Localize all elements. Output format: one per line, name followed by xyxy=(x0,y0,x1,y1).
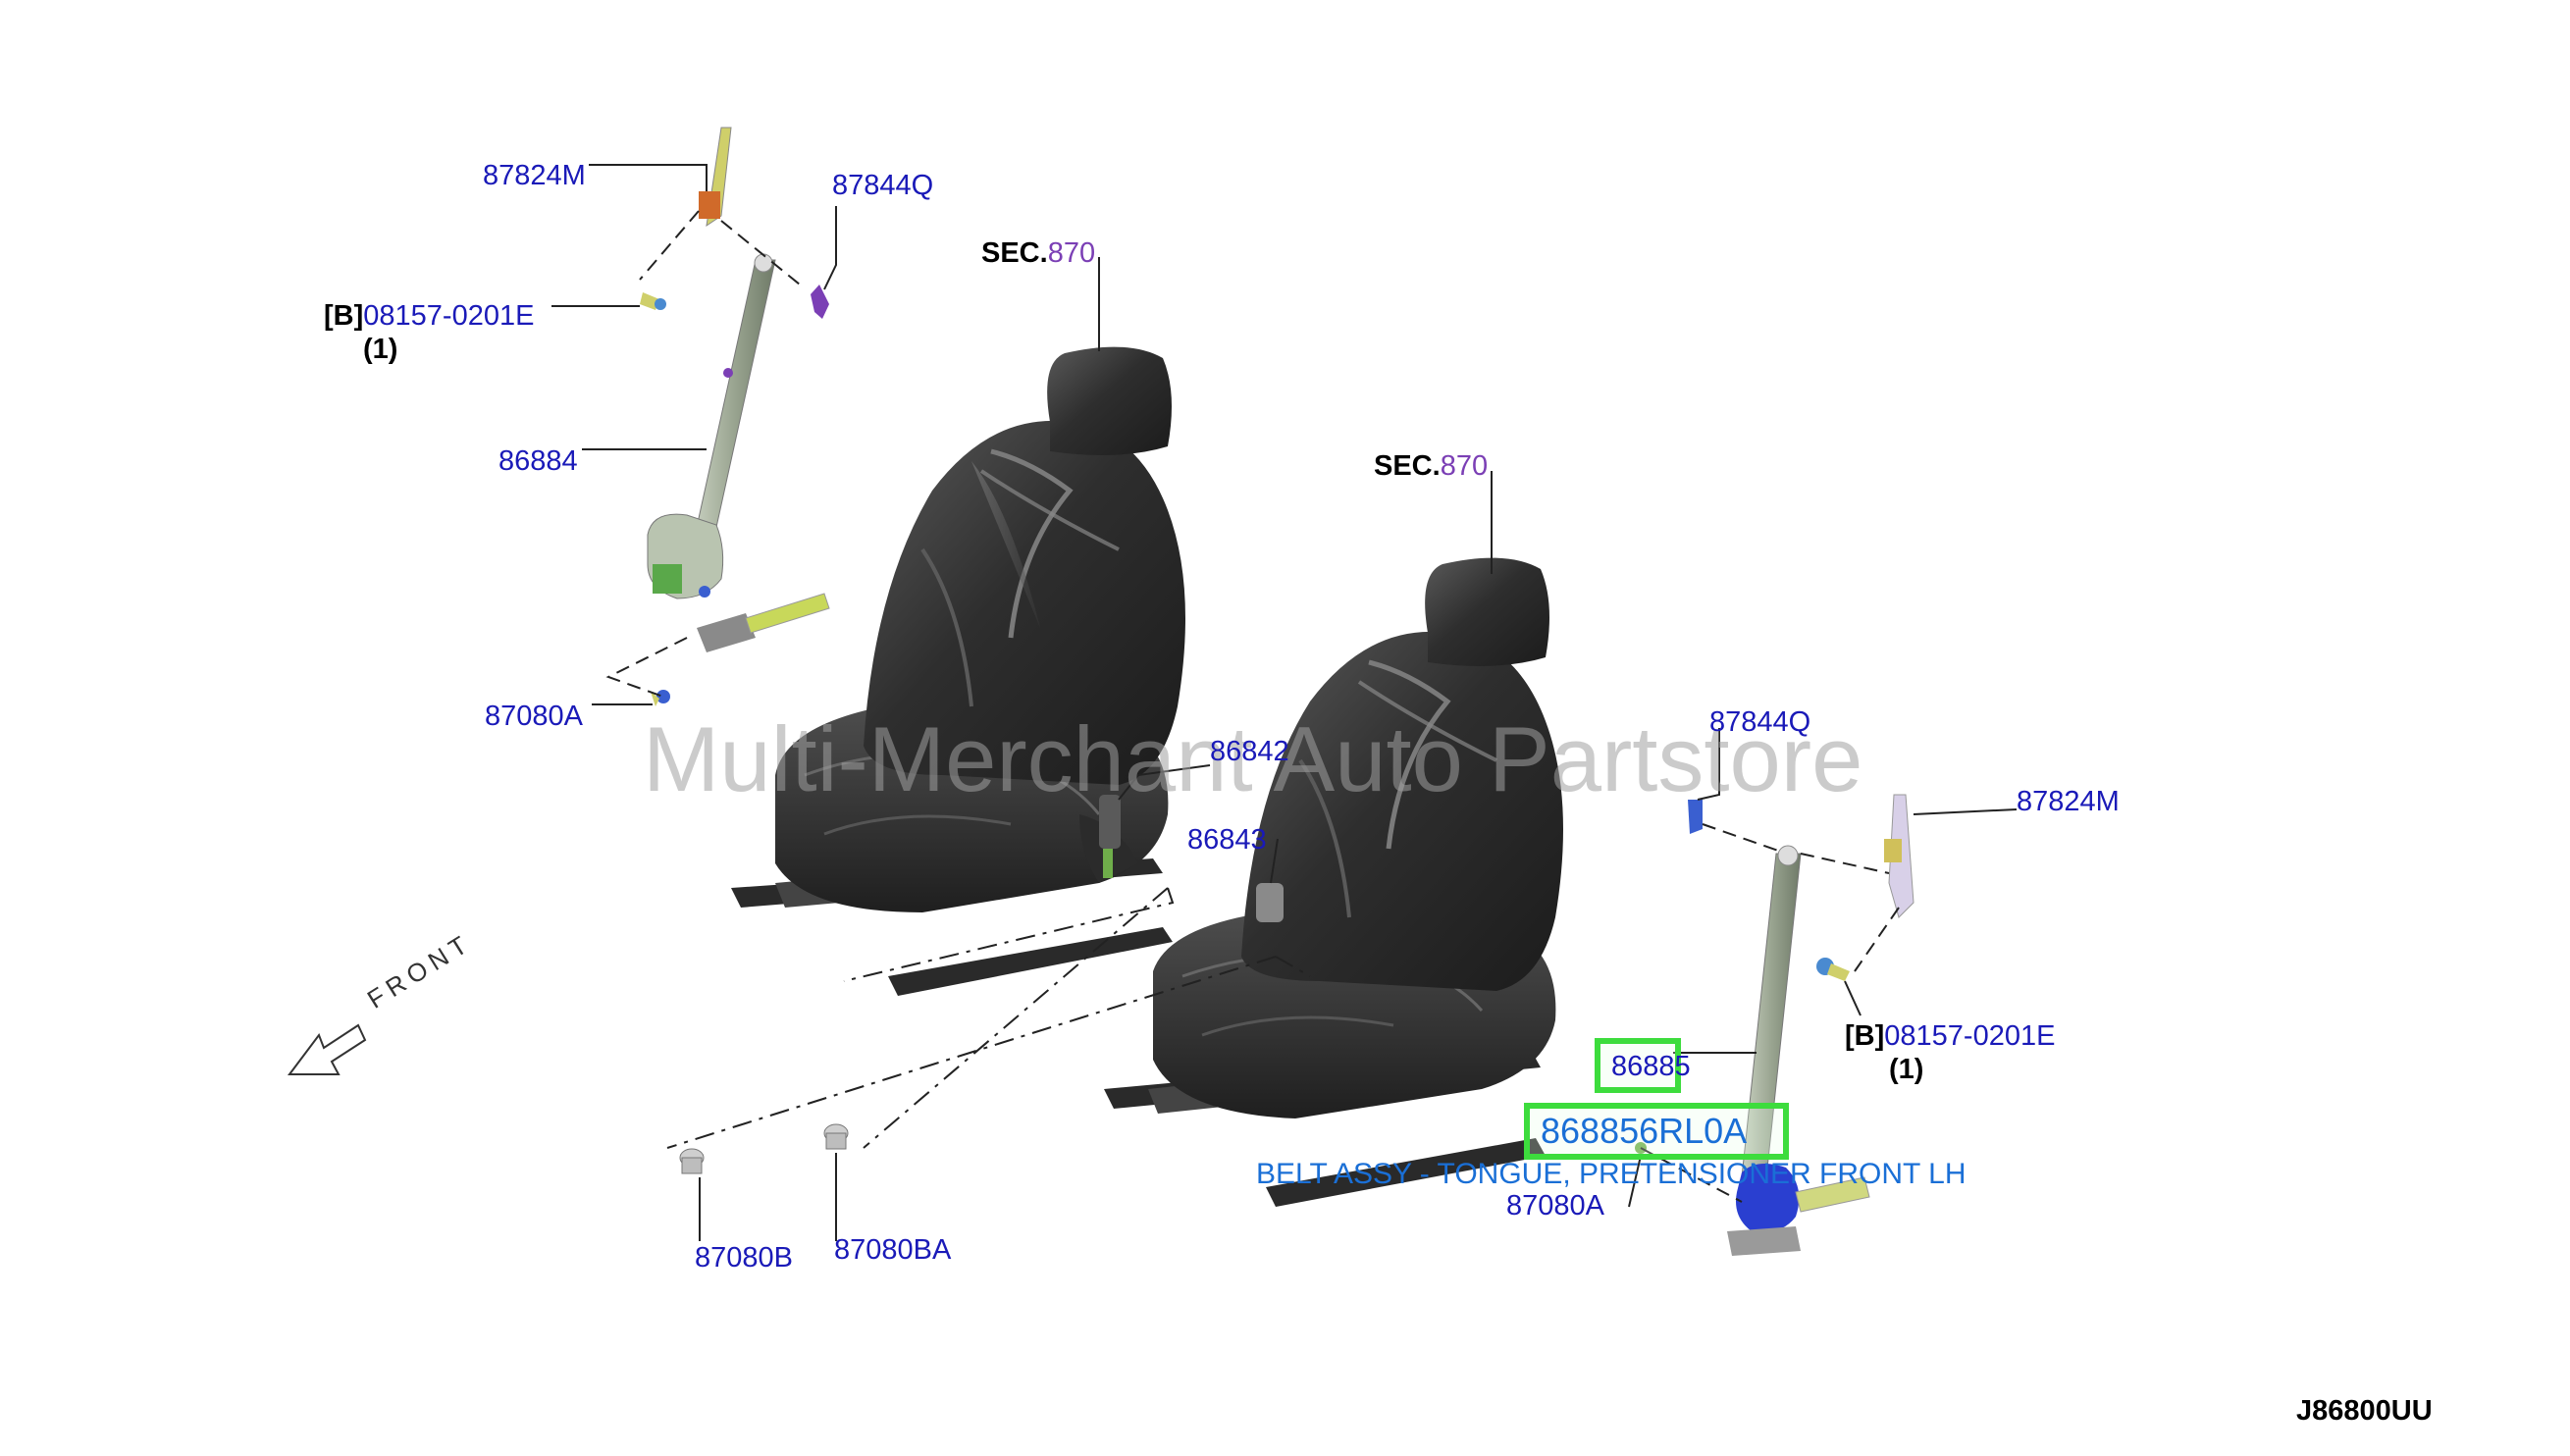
highlight-part-number[interactable]: 868856RL0A xyxy=(1541,1111,1748,1151)
belt-assy-lh xyxy=(1635,794,1914,1256)
highlight-box-part[interactable] xyxy=(1524,1103,1789,1160)
sec-number: 870 xyxy=(1440,450,1489,482)
callout-sec-870-rh[interactable]: SEC.870 xyxy=(981,239,1095,268)
callout-87080B[interactable]: 87080B xyxy=(695,1242,793,1274)
callout-87080BA[interactable]: 87080BA xyxy=(834,1234,952,1266)
leader-lines xyxy=(551,164,2018,1241)
callout-rh-86884[interactable]: 86884 xyxy=(498,445,578,477)
sec-prefix: SEC. xyxy=(1374,450,1441,482)
callout-lh-87844Q[interactable]: 87844Q xyxy=(1709,706,1811,738)
bolt-prefix: [B] xyxy=(1845,1020,1885,1052)
callout-86843[interactable]: 86843 xyxy=(1187,824,1267,856)
bolt-prefix: [B] xyxy=(324,300,364,332)
highlight-part-description: BELT ASSY - TONGUE, PRETENSIONER FRONT L… xyxy=(1256,1158,1967,1190)
callout-sec-870-lh[interactable]: SEC.870 xyxy=(1374,452,1488,481)
floor-bolts xyxy=(666,887,1311,1174)
callout-lh-87824M[interactable]: 87824M xyxy=(2017,786,2120,817)
sec-number: 870 xyxy=(1047,237,1096,269)
callout-lh-87080A[interactable]: 87080A xyxy=(1506,1190,1604,1222)
front-arrow-icon xyxy=(288,1023,367,1075)
callout-rh-bolt-qty: (1) xyxy=(363,334,398,365)
watermark: Multi-Merchant Auto Partstore xyxy=(643,707,1863,810)
callout-rh-87080A[interactable]: 87080A xyxy=(485,701,583,732)
sec-prefix: SEC. xyxy=(981,237,1048,269)
callout-rh-bolt[interactable]: [B]08157-0201E xyxy=(324,302,534,331)
highlight-box-ref[interactable] xyxy=(1595,1038,1681,1093)
callout-rh-87824M[interactable]: 87824M xyxy=(483,160,586,191)
callout-rh-87844Q[interactable]: 87844Q xyxy=(832,170,934,201)
bolt-number: 08157-0201E xyxy=(1884,1020,2056,1052)
callout-86885[interactable]: 86885 xyxy=(1611,1051,1691,1082)
diagram-code: J86800UU xyxy=(2296,1395,2433,1427)
callout-86842[interactable]: 86842 xyxy=(1210,736,1289,767)
seat-rh xyxy=(731,346,1185,996)
callout-lh-bolt[interactable]: [B]08157-0201E xyxy=(1845,1022,2055,1051)
callout-lh-bolt-qty: (1) xyxy=(1889,1054,1924,1085)
bolt-number: 08157-0201E xyxy=(363,300,535,332)
seat-lh xyxy=(1104,557,1563,1207)
belt-assy-rh xyxy=(605,127,830,706)
